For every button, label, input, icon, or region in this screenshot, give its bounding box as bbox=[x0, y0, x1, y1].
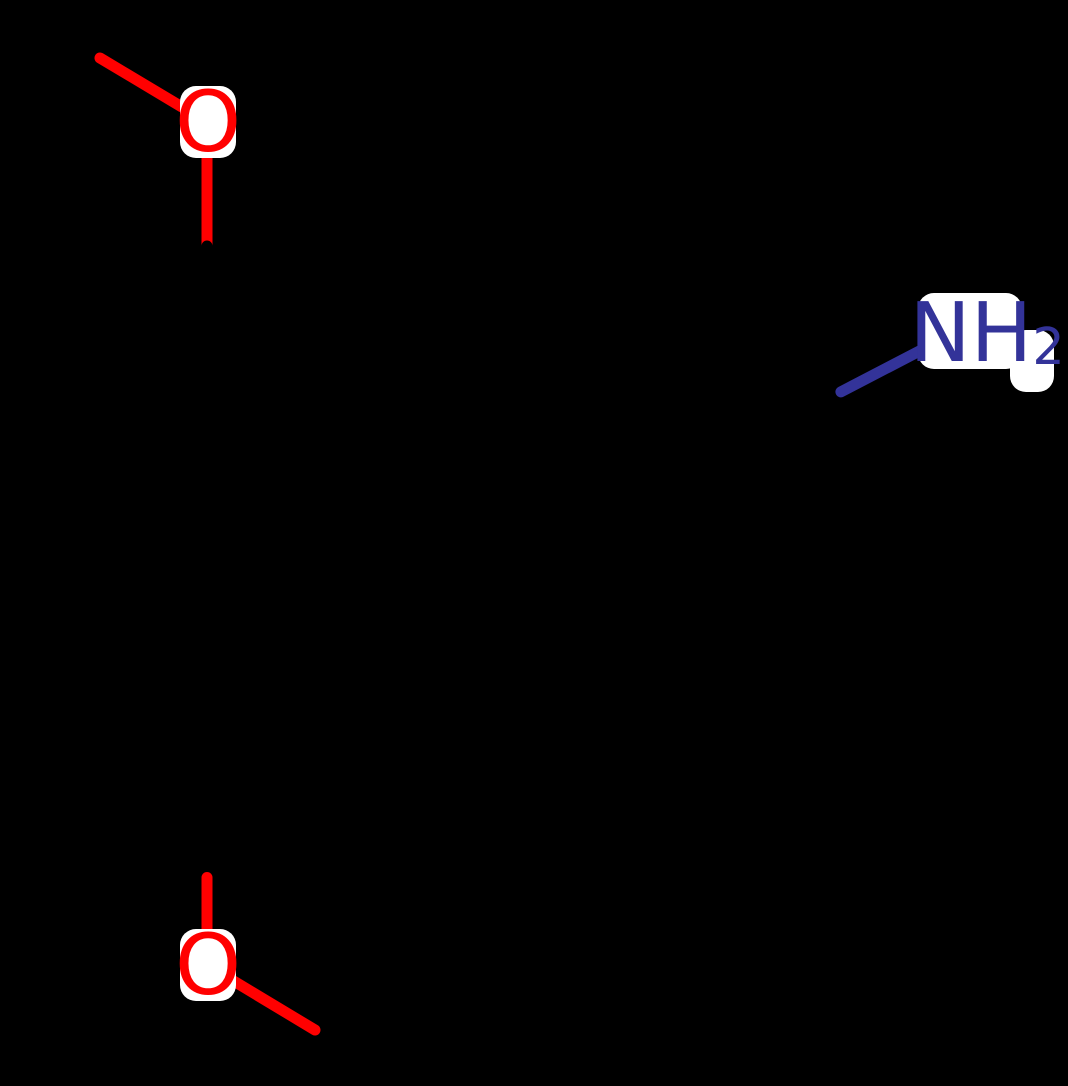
atom-label-oxygen-top: O bbox=[174, 73, 242, 171]
bond-C5-C6 bbox=[0, 694, 213, 826]
bond-C7-C2 bbox=[0, 334, 213, 466]
amine-main-halo bbox=[918, 293, 1022, 369]
bond-C4-C5 bbox=[207, 705, 427, 837]
amine-subscript-halo bbox=[1010, 330, 1054, 392]
bond-C2-C3 bbox=[207, 323, 427, 455]
bond-C10-N1-half-a bbox=[746, 386, 847, 444]
bond-group bbox=[0, 52, 936, 1036]
amine-subscript-text: 2 bbox=[1032, 316, 1065, 376]
bond-C3-C9 bbox=[409, 334, 629, 466]
oxygen-bottom-halo bbox=[180, 929, 236, 1001]
bond-C9-C10 bbox=[617, 334, 758, 444]
bond-C10-N1-half-b bbox=[835, 340, 936, 398]
bond-C1-O1 bbox=[94, 52, 187, 113]
amine-main-text: NH bbox=[909, 286, 1033, 381]
bond-O2-C8 bbox=[227, 974, 321, 1036]
atom-label-oxygen-bottom: O bbox=[174, 916, 242, 1014]
oxygen-top-halo bbox=[180, 86, 236, 158]
bond-C2-C3 bbox=[195, 345, 415, 477]
bond-C4-C5 bbox=[195, 683, 415, 815]
